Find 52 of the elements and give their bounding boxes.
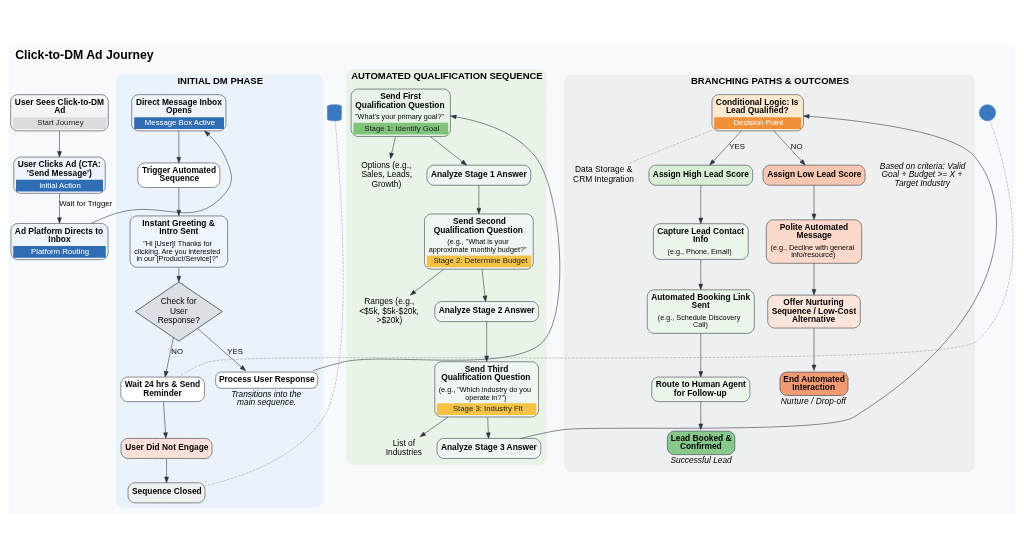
arrow	[773, 130, 806, 166]
arrow	[481, 269, 488, 302]
node-diamond: Check for User Response?	[135, 281, 223, 342]
arrow	[486, 416, 491, 439]
connector	[628, 130, 713, 164]
arrow	[811, 327, 817, 371]
arrow	[176, 267, 182, 283]
arrow	[176, 187, 182, 217]
node-label: Nurture / Drop-off	[780, 395, 846, 406]
node-box: Wait 24 hrs & Send Reminder	[120, 376, 205, 402]
node-box: Analyze Stage 1 Answer	[426, 164, 531, 186]
arrow	[409, 269, 444, 296]
arrow	[164, 458, 169, 483]
node-box: Offer Nurturing Sequence / Low-Cost Alternative	[767, 294, 861, 329]
arrow	[698, 185, 704, 224]
node-text: List of Industries	[385, 437, 422, 458]
node-box: Analyze Stage 2 Answer	[434, 301, 539, 322]
node-box: Trigger Automated Sequence	[137, 162, 221, 188]
arrow	[698, 333, 704, 378]
node-box: Analyze Stage 3 Answer	[436, 438, 542, 459]
label: Based on criteria: Valid Goal + Budget >= X + Target Industry	[879, 160, 966, 188]
arrow	[164, 337, 174, 378]
arrow	[57, 130, 62, 158]
arrow	[811, 185, 817, 220]
arrow	[163, 401, 168, 439]
arrow	[57, 193, 62, 224]
node-text: Options (e.g., Sales, Leads, Growth)	[361, 159, 413, 189]
arrow	[419, 416, 449, 438]
arrow	[91, 130, 232, 224]
node-box: Sequence Closed	[127, 482, 206, 504]
arrow	[197, 328, 246, 371]
arrow	[698, 401, 704, 430]
connector	[204, 120, 344, 486]
node-box: Route to Human Agent for Follow-up	[651, 376, 751, 402]
arrow	[698, 259, 704, 290]
node-person	[979, 104, 996, 122]
arrow	[709, 130, 742, 166]
node-box: Assign High Lead Score	[648, 164, 753, 186]
node-box: User Did Not Engage	[120, 438, 213, 459]
arrow	[476, 185, 482, 215]
arrow	[484, 321, 489, 362]
node-label: Transitions into the main sequence.	[231, 388, 302, 407]
arrow	[811, 263, 817, 296]
arrow	[389, 136, 396, 159]
arrow	[430, 136, 467, 166]
node-text: Ranges (e.g., <$5k, $5k-$20k, >$20k)	[359, 296, 419, 325]
node-box: Assign Low Lead Score	[762, 164, 866, 186]
diagram-title: Click-to-DM Ad Journey	[15, 47, 154, 62]
arrow	[312, 114, 561, 371]
arrow	[176, 130, 182, 164]
node-text: Data Storage & CRM Integration	[573, 164, 634, 184]
node-label: Successful Lead	[670, 454, 732, 465]
